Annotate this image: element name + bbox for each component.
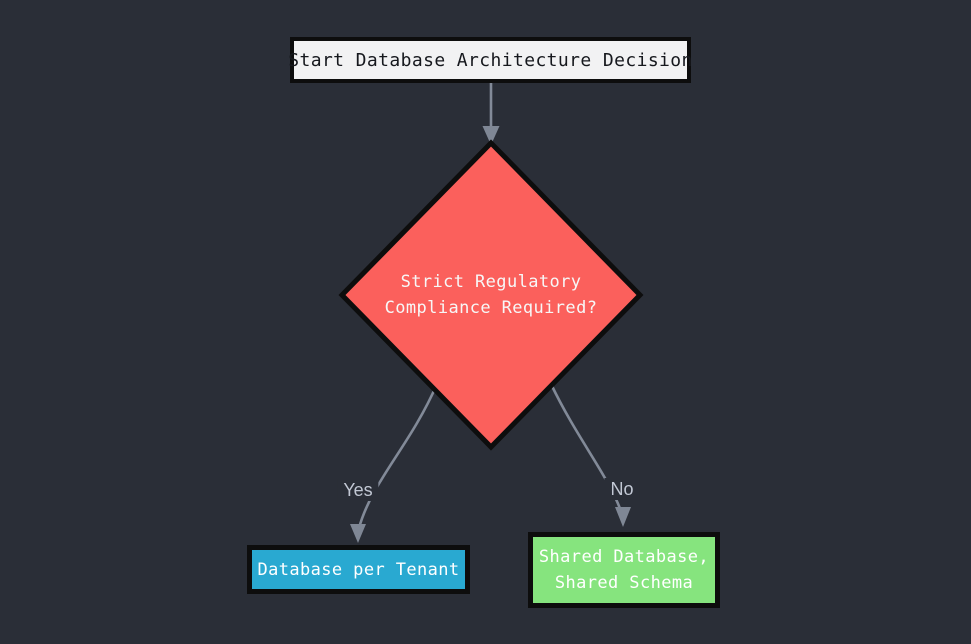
edge-yes xyxy=(357,383,439,529)
node-shared-database: Shared Database, Shared Schema xyxy=(528,532,720,608)
arrowhead-decision xyxy=(482,126,500,145)
node-database-per-tenant: Database per Tenant xyxy=(247,545,470,594)
node-start-label: Start Database Architecture Decision xyxy=(288,49,693,71)
node-decision-label: Strict Regulatory Compliance Required? xyxy=(341,264,641,326)
arrowhead-yes xyxy=(350,524,366,543)
decision-label-line-2: Compliance Required? xyxy=(384,298,598,318)
node-shared-database-line-1: Shared Database, xyxy=(538,547,710,567)
decision-label-line-1: Strict Regulatory xyxy=(400,272,582,292)
decision-diamond-shape xyxy=(338,139,644,451)
node-shared-database-line-2: Shared Schema xyxy=(554,573,694,593)
edge-label-yes: Yes xyxy=(337,479,379,501)
edge-label-no: No xyxy=(604,478,640,500)
arrowhead-no xyxy=(615,507,631,527)
node-database-per-tenant-label: Database per Tenant xyxy=(257,559,460,580)
node-start: Start Database Architecture Decision xyxy=(288,37,693,83)
